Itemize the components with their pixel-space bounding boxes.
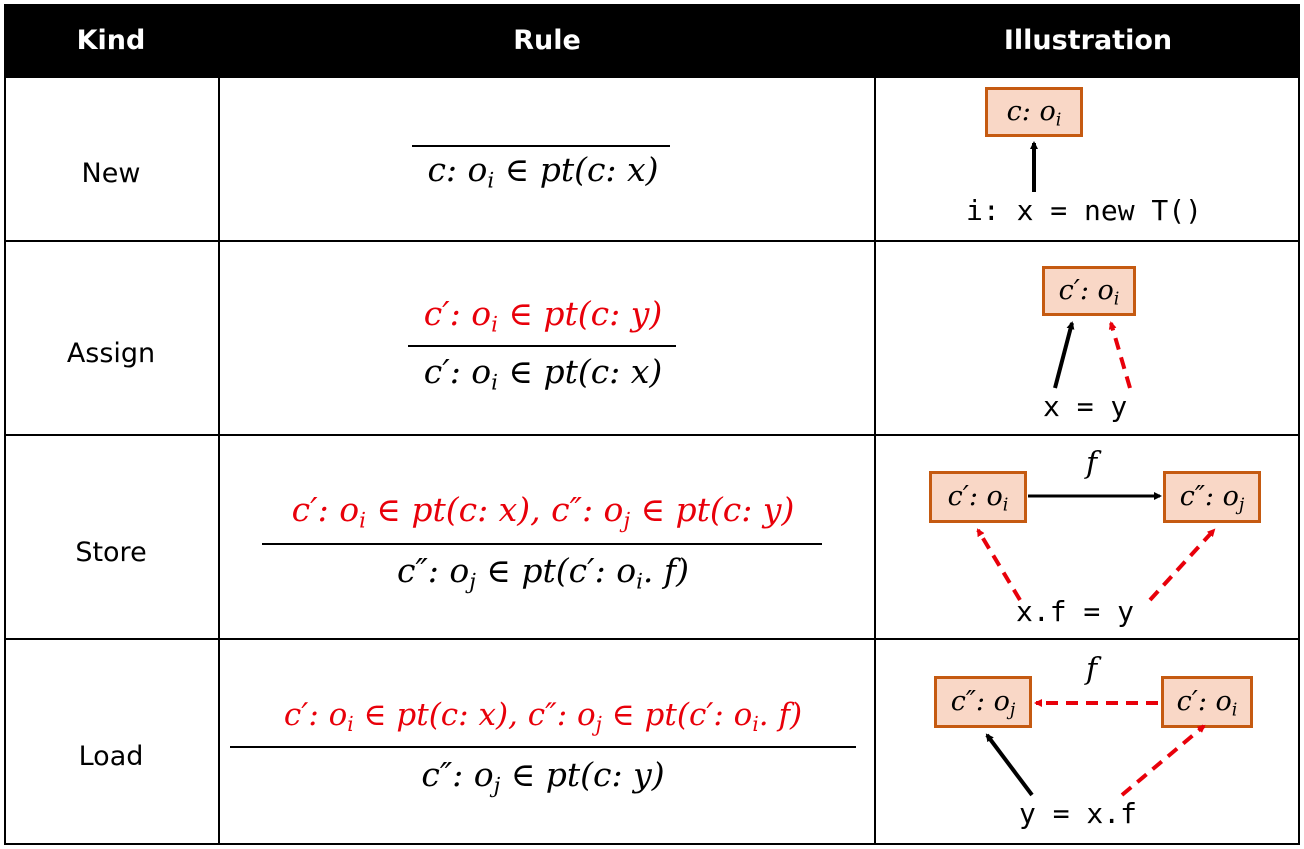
rule-assign-premise: c′: oi ∈ pt(c: y) xyxy=(423,294,663,338)
table-header: Kind Rule Illustration xyxy=(4,4,1300,78)
header-illustration: Illustration xyxy=(1003,25,1173,56)
rule-load-premise: c′: oi ∈ pt(c: x), c″: oj ∈ pt(c′: oi. f… xyxy=(283,697,803,737)
points-to-arrow xyxy=(1053,321,1075,389)
object-box: c′: oi xyxy=(1042,266,1136,316)
grid-line xyxy=(4,843,1300,845)
rule-store-premise: c′: oi ∈ pt(c: x), c″: oj ∈ pt(c: y) xyxy=(291,490,795,534)
kind-assign: Assign xyxy=(66,338,156,369)
object-box: c″: oj xyxy=(934,676,1032,728)
object-box: c′: oi xyxy=(929,471,1027,523)
grid-line xyxy=(4,78,6,845)
code-new: i: x = new T() xyxy=(966,194,1203,227)
grid-line xyxy=(1298,78,1300,845)
object-box: c′: oi xyxy=(1161,676,1253,728)
kind-new: New xyxy=(81,158,141,189)
code-load: y = x.f xyxy=(1019,797,1138,830)
flow-arrow xyxy=(1148,528,1216,602)
header-kind: Kind xyxy=(76,25,146,56)
rules-table: Kind Rule Illustration New Assign Store … xyxy=(4,4,1300,845)
inference-bar xyxy=(412,145,670,147)
grid-line xyxy=(874,78,876,845)
rule-store-conclusion: c″: oj ∈ pt(c′: oi. f) xyxy=(396,551,689,595)
rule-assign-conclusion: c′: oi ∈ pt(c: x) xyxy=(423,352,663,396)
grid-line xyxy=(4,638,1300,640)
rule-new-conclusion: c: oi ∈ pt(c: x) xyxy=(427,150,659,194)
kind-store: Store xyxy=(75,537,147,568)
flow-arrow xyxy=(1120,724,1206,797)
object-box: c″: oj xyxy=(1163,471,1261,523)
kind-load: Load xyxy=(78,741,144,772)
grid-line xyxy=(4,240,1300,242)
inference-bar xyxy=(262,543,822,545)
field-label: f xyxy=(1086,652,1098,687)
flow-arrow xyxy=(1108,321,1132,389)
header-rule: Rule xyxy=(513,25,581,56)
field-label: f xyxy=(1086,446,1098,481)
object-box: c: oi xyxy=(985,87,1083,137)
grid-line xyxy=(218,78,220,845)
grid-line xyxy=(4,434,1300,436)
inference-bar xyxy=(230,746,856,748)
flow-arrow xyxy=(976,528,1022,602)
code-store: x.f = y xyxy=(1016,595,1135,628)
code-assign: x = y xyxy=(1043,390,1128,423)
points-to-arrow xyxy=(985,733,1034,797)
inference-bar xyxy=(408,345,676,347)
rule-load-conclusion: c″: oj ∈ pt(c: y) xyxy=(421,755,665,799)
